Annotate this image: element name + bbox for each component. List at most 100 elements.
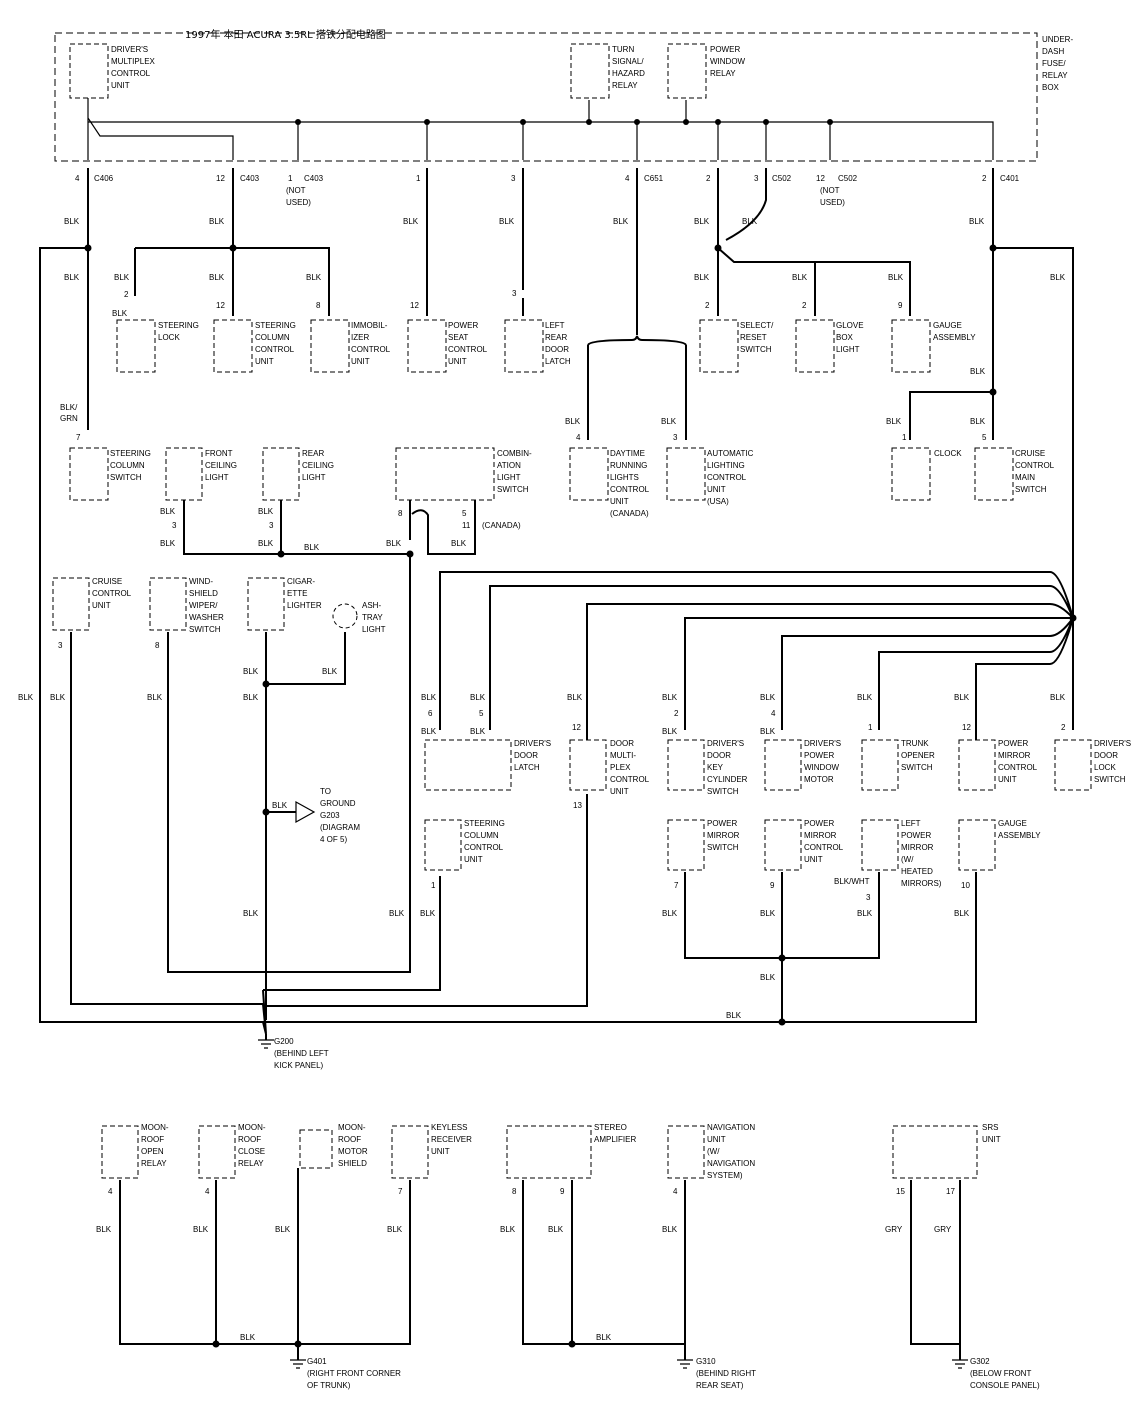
svg-text:CLOCK: CLOCK [934, 449, 962, 458]
svg-text:MULTI-: MULTI- [610, 751, 636, 760]
svg-text:KEY: KEY [707, 763, 724, 772]
keyless-receiver-unit: KEYLESS RECEIVER UNIT 7 [391, 1123, 472, 1196]
svg-text:REAR: REAR [302, 449, 324, 458]
svg-text:CONTROL: CONTROL [804, 843, 844, 852]
svg-text:2: 2 [124, 290, 129, 299]
svg-text:CONTROL: CONTROL [255, 345, 295, 354]
svg-text:UNIT: UNIT [431, 1147, 450, 1156]
svg-text:MOTOR: MOTOR [338, 1147, 368, 1156]
svg-text:6: 6 [428, 709, 433, 718]
automatic-lighting-control-unit: AUTOMATIC LIGHTING CONTROL UNIT (USA) 3 [666, 433, 754, 506]
svg-text:C403: C403 [304, 174, 324, 183]
svg-text:UNIT: UNIT [998, 775, 1017, 784]
svg-text:BLK: BLK [662, 909, 678, 918]
svg-text:STEERING: STEERING [464, 819, 505, 828]
svg-text:UNIT: UNIT [707, 1135, 726, 1144]
svg-text:WIPER/: WIPER/ [189, 601, 218, 610]
windshield-wiper-washer-switch: WIND- SHIELD WIPER/ WASHER SWITCH 8 [149, 577, 224, 650]
turn-signal-hazard-relay: TURN SIGNAL/ HAZARD RELAY [570, 43, 645, 99]
svg-text:LOCK: LOCK [158, 333, 180, 342]
svg-text:CEILING: CEILING [205, 461, 237, 470]
svg-text:(CANADA): (CANADA) [610, 509, 649, 518]
svg-text:COLUMN: COLUMN [255, 333, 290, 342]
svg-text:UNIT: UNIT [464, 855, 483, 864]
svg-text:ASH-: ASH- [362, 601, 381, 610]
svg-text:BLK: BLK [470, 727, 486, 736]
rear-ceiling-light: REAR CEILING LIGHT [262, 447, 334, 501]
svg-text:BLK: BLK [193, 1225, 209, 1234]
svg-text:BLK: BLK [243, 909, 259, 918]
svg-text:TURN: TURN [612, 45, 634, 54]
svg-text:KICK PANEL): KICK PANEL) [274, 1061, 324, 1070]
svg-text:12: 12 [962, 723, 971, 732]
svg-text:G401: G401 [307, 1357, 327, 1366]
svg-text:CONTROL: CONTROL [448, 345, 488, 354]
svg-text:BLK: BLK [160, 507, 176, 516]
svg-text:3: 3 [866, 893, 871, 902]
steering-column-control-unit-b: STEERING COLUMN CONTROL UNIT 1 [424, 819, 505, 890]
drivers-door-lock-switch: DRIVER'S DOOR LOCK SWITCH 2 [1054, 723, 1131, 791]
svg-text:BLK: BLK [1050, 273, 1066, 282]
svg-text:15: 15 [896, 1187, 905, 1196]
svg-text:KEYLESS: KEYLESS [431, 1123, 467, 1132]
svg-text:BLK: BLK [421, 727, 437, 736]
svg-text:1: 1 [416, 174, 421, 183]
svg-text:GAUGE: GAUGE [998, 819, 1027, 828]
power-mirror-control-unit-b: POWER MIRROR CONTROL UNIT 9 [764, 819, 844, 890]
svg-text:BLK: BLK [258, 507, 274, 516]
svg-text:BLK: BLK [209, 273, 225, 282]
svg-text:CYLINDER: CYLINDER [707, 775, 748, 784]
svg-text:DOOR: DOOR [707, 751, 731, 760]
gauge-assembly-bottom: GAUGE ASSEMBLY 10 [958, 819, 1041, 890]
power-mirror-switch: POWER MIRROR SWITCH 7 [667, 819, 740, 890]
row5-wire-labels: BLK BLK BLK BLK BLK BLK [662, 909, 970, 1020]
svg-text:BLK: BLK [760, 909, 776, 918]
svg-text:WASHER: WASHER [189, 613, 224, 622]
left-power-mirror: LEFT POWER MIRROR (W/ HEATED MIRRORS) BL… [834, 819, 942, 902]
svg-text:LEFT: LEFT [901, 819, 921, 828]
svg-text:BLK: BLK [389, 909, 405, 918]
svg-text:FRONT: FRONT [205, 449, 233, 458]
svg-text:STEERING: STEERING [255, 321, 296, 330]
svg-text:BLK: BLK [888, 273, 904, 282]
svg-text:BLK: BLK [1050, 693, 1066, 702]
bottom-wire-labels: BLK BLK BLK BLK BLK BLK BLK BLK BLK GRY … [96, 1225, 952, 1342]
svg-text:C502: C502 [772, 174, 792, 183]
svg-text:DRIVER'S: DRIVER'S [707, 739, 744, 748]
svg-text:SWITCH: SWITCH [110, 473, 142, 482]
svg-text:5: 5 [479, 709, 484, 718]
svg-text:BLK/: BLK/ [60, 403, 78, 412]
svg-text:(USA): (USA) [707, 497, 729, 506]
svg-text:DOOR: DOOR [514, 751, 538, 760]
svg-text:12: 12 [410, 301, 419, 310]
svg-text:9: 9 [898, 301, 903, 310]
ground-g302: G302 (BELOW FRONT CONSOLE PANEL) [970, 1357, 1040, 1390]
svg-text:BOX: BOX [836, 333, 854, 342]
svg-text:17: 17 [946, 1187, 955, 1196]
svg-text:5: 5 [462, 509, 467, 518]
svg-text:C403: C403 [240, 174, 260, 183]
power-window-relay: POWER WINDOW RELAY [667, 43, 746, 99]
svg-text:BLK: BLK [954, 693, 970, 702]
svg-text:LIGHT: LIGHT [362, 625, 386, 634]
svg-text:5: 5 [982, 433, 987, 442]
svg-text:C502: C502 [838, 174, 858, 183]
svg-text:4: 4 [576, 433, 581, 442]
svg-text:POWER: POWER [901, 831, 931, 840]
svg-text:BLK: BLK [954, 909, 970, 918]
svg-text:SWITCH: SWITCH [1015, 485, 1047, 494]
svg-text:CONTROL: CONTROL [1015, 461, 1055, 470]
svg-text:BLK: BLK [470, 693, 486, 702]
svg-text:BLK: BLK [160, 539, 176, 548]
diagram-title: 1997年 本田 ACURA 3.5RL 搭铁分配电路图 [185, 28, 386, 41]
svg-text:POWER: POWER [448, 321, 478, 330]
svg-text:BLK: BLK [760, 727, 776, 736]
svg-text:BLK: BLK [96, 1225, 112, 1234]
svg-text:RELAY: RELAY [710, 69, 736, 78]
fuse-box-label: UNDER- DASH FUSE/ RELAY BOX [1042, 35, 1073, 92]
gauge-assembly-top: GAUGE ASSEMBLY 9 [891, 301, 976, 373]
svg-text:4: 4 [75, 174, 80, 183]
